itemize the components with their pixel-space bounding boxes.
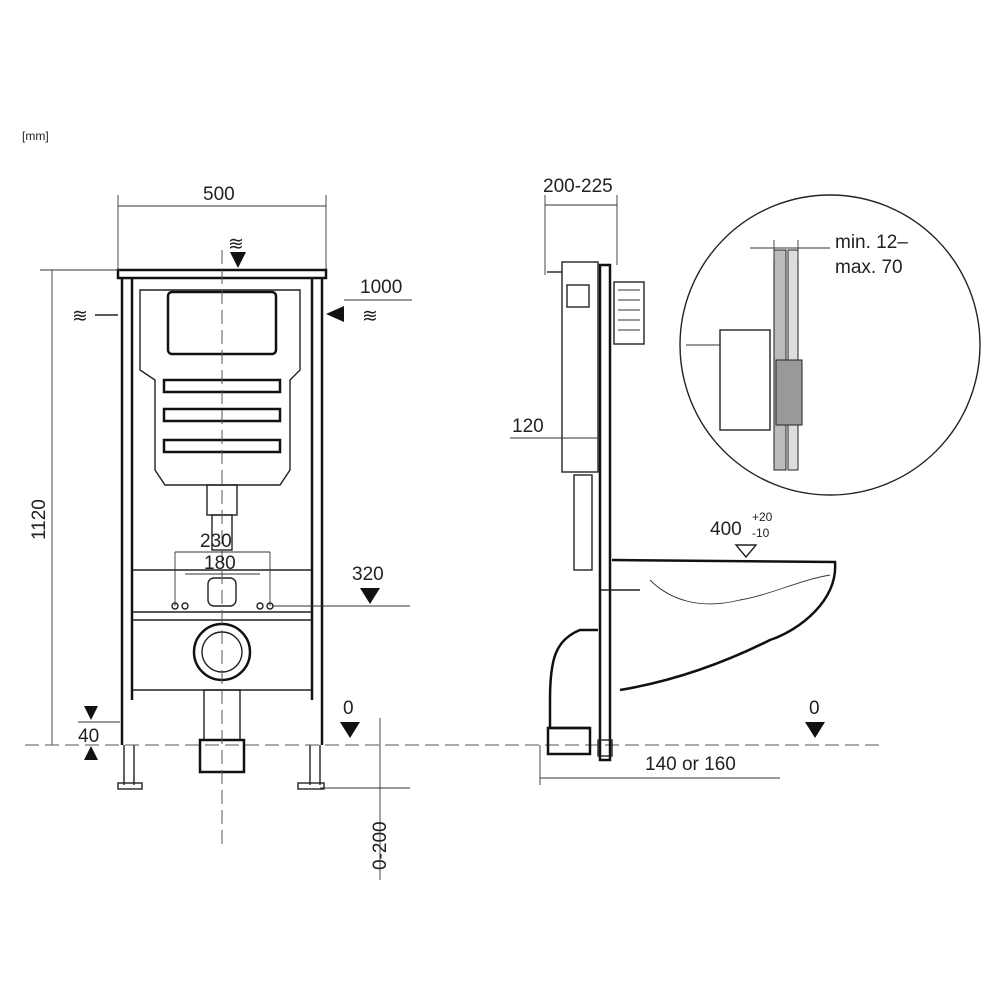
seat-tol-plus: +20 <box>752 510 773 524</box>
wall-distance-label: 140 or 160 <box>645 754 736 775</box>
units-label: [mm] <box>22 129 49 143</box>
seat-height-label: 400 <box>710 519 742 540</box>
spacing-outer-label: 230 <box>200 531 232 552</box>
side-offset-label: 1000 <box>360 277 402 298</box>
height-label: 1120 <box>29 499 50 540</box>
water-icon: ≋ <box>228 234 244 255</box>
wall-min-label: min. 12– <box>835 232 908 253</box>
side-view: 200-225 120 400 +20 -10 0 140 or 160 <box>510 176 837 785</box>
width-label: 500 <box>203 184 235 205</box>
seat-tol-minus: -10 <box>752 526 770 540</box>
water-icon-right: ≋ <box>362 306 378 327</box>
wall-max-label: max. 70 <box>835 257 903 278</box>
wall-detail: min. 12– max. 70 <box>679 194 981 496</box>
water-icon-left: ≋ <box>72 306 88 327</box>
foot-label: 40 <box>78 726 99 747</box>
depth-label: 200-225 <box>543 176 613 197</box>
spacing-inner-label: 180 <box>204 553 236 574</box>
cistern-label: 120 <box>512 416 544 437</box>
front-view: 500 ≋ <box>29 184 412 880</box>
floor-level-label: 0 <box>343 698 354 719</box>
bolt-height-label: 320 <box>352 564 384 585</box>
side-floor-level-label: 0 <box>809 698 820 719</box>
floor-adjust-label: 0-200 <box>370 821 391 870</box>
